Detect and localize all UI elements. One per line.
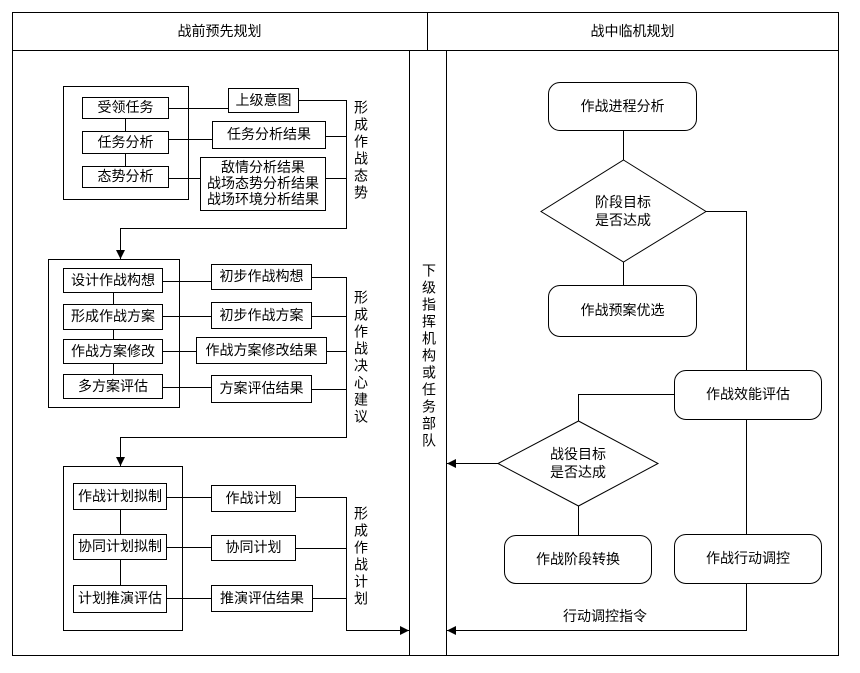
step-operation-plan-drafting: 作战计划拟制 (73, 483, 167, 510)
node-label: 作战进程分析 (580, 98, 665, 115)
output-wargaming-result: 推演评估结果 (211, 585, 313, 612)
step-label: 作战计划拟制 (78, 488, 162, 505)
step-plan-wargaming: 计划推演评估 (73, 585, 167, 613)
step-label: 任务分析 (97, 134, 154, 151)
outer-frame (12, 12, 839, 656)
node-label: 作战预案优选 (580, 303, 665, 319)
step-label: 受领任务 (97, 100, 154, 116)
node-stage-transition: 作战阶段转换 (504, 535, 652, 584)
step-coordination-plan-drafting: 协同计划拟制 (73, 534, 167, 560)
arrow-to-subordinate-units (296, 497, 409, 635)
arrow-to-decision-group (116, 100, 347, 259)
step-label: 设计作战构想 (71, 272, 155, 289)
output-analysis-results: 敌情分析结果 战场态势分析结果 战场环境分析结果 (200, 157, 326, 211)
output-task-analysis-result: 任务分析结果 (212, 121, 326, 149)
step-label: 态势分析 (97, 169, 154, 185)
output-plan-evaluation-result: 方案评估结果 (211, 375, 312, 403)
output-label: 方案评估结果 (219, 381, 304, 397)
step-situation-analysis: 态势分析 (82, 166, 169, 188)
output-label: 作战方案修改结果 (205, 342, 318, 359)
decision-stage-goal-text: 阶段目标 是否达成 (573, 194, 673, 230)
output-label: 任务分析结果 (227, 127, 311, 143)
stage-label-plan: 形成作战计划 (352, 506, 368, 608)
output-coordination-plan: 协同计划 (211, 535, 296, 561)
decision-diamond-campaign-goal (496, 420, 660, 507)
decision-label: 是否达成 (595, 213, 651, 229)
step-label: 作战方案修改 (71, 343, 155, 360)
step-label: 计划推演评估 (78, 591, 162, 607)
output-label: 协同计划 (225, 540, 282, 556)
output-superior-intent: 上级意图 (228, 88, 299, 113)
step-multi-plan-evaluation: 多方案评估 (63, 374, 163, 399)
decision-label: 阶段目标 (595, 195, 651, 211)
connector-line (706, 211, 747, 370)
node-action-control: 作战行动调控 (674, 534, 822, 584)
header-in-war-planning: 战中临机规划 (590, 24, 675, 40)
step-label: 形成作战方案 (71, 309, 155, 325)
arrow-to-plan-group (116, 277, 347, 466)
step-design-concept: 设计作战构想 (63, 268, 163, 293)
node-progress-analysis: 作战进程分析 (548, 82, 697, 131)
node-label: 作战行动调控 (706, 551, 790, 567)
output-initial-concept: 初步作战构想 (211, 264, 312, 290)
step-task-analysis: 任务分析 (82, 131, 169, 154)
node-label: 作战阶段转换 (536, 551, 620, 568)
node-label: 作战效能评估 (706, 387, 790, 403)
output-label: 战场态势分析结果 (207, 176, 319, 192)
output-operation-plan: 作战计划 (211, 485, 296, 512)
output-plan-revision-result: 作战方案修改结果 (196, 337, 327, 364)
output-label: 作战计划 (225, 490, 282, 507)
output-label: 初步作战构想 (219, 269, 304, 285)
subordinate-units-label: 下级指挥机构或任务部队 (420, 263, 436, 450)
stage-label-decision: 形成作战决心建议 (352, 290, 368, 426)
arrow-control-instruction (447, 584, 747, 635)
output-label: 初步作战方案 (219, 307, 304, 324)
decision-diamond-stage-goal (540, 159, 707, 263)
edge-label-control-instruction: 行动调控指令 (563, 609, 647, 625)
node-effectiveness-evaluation: 作战效能评估 (674, 370, 822, 420)
step-label: 多方案评估 (78, 378, 148, 395)
output-label: 敌情分析结果 (221, 160, 305, 176)
output-label: 推演评估结果 (220, 590, 304, 607)
header-pre-war-planning: 战前预先规划 (177, 24, 262, 40)
node-plan-selection: 作战预案优选 (548, 285, 697, 337)
step-receive-task: 受领任务 (82, 97, 169, 119)
stage-label-situation: 形成作战态势 (352, 100, 368, 202)
decision-campaign-goal-text: 战役目标 是否达成 (528, 446, 628, 482)
connector-line (578, 394, 674, 421)
step-form-plan: 形成作战方案 (63, 304, 163, 330)
output-label: 战场环境分析结果 (207, 192, 319, 208)
decision-label: 是否达成 (550, 465, 606, 481)
output-label: 上级意图 (235, 92, 292, 109)
decision-label: 战役目标 (550, 447, 606, 463)
output-initial-plan: 初步作战方案 (211, 302, 312, 329)
step-label: 协同计划拟制 (78, 539, 162, 555)
step-revise-plan: 作战方案修改 (63, 339, 163, 364)
